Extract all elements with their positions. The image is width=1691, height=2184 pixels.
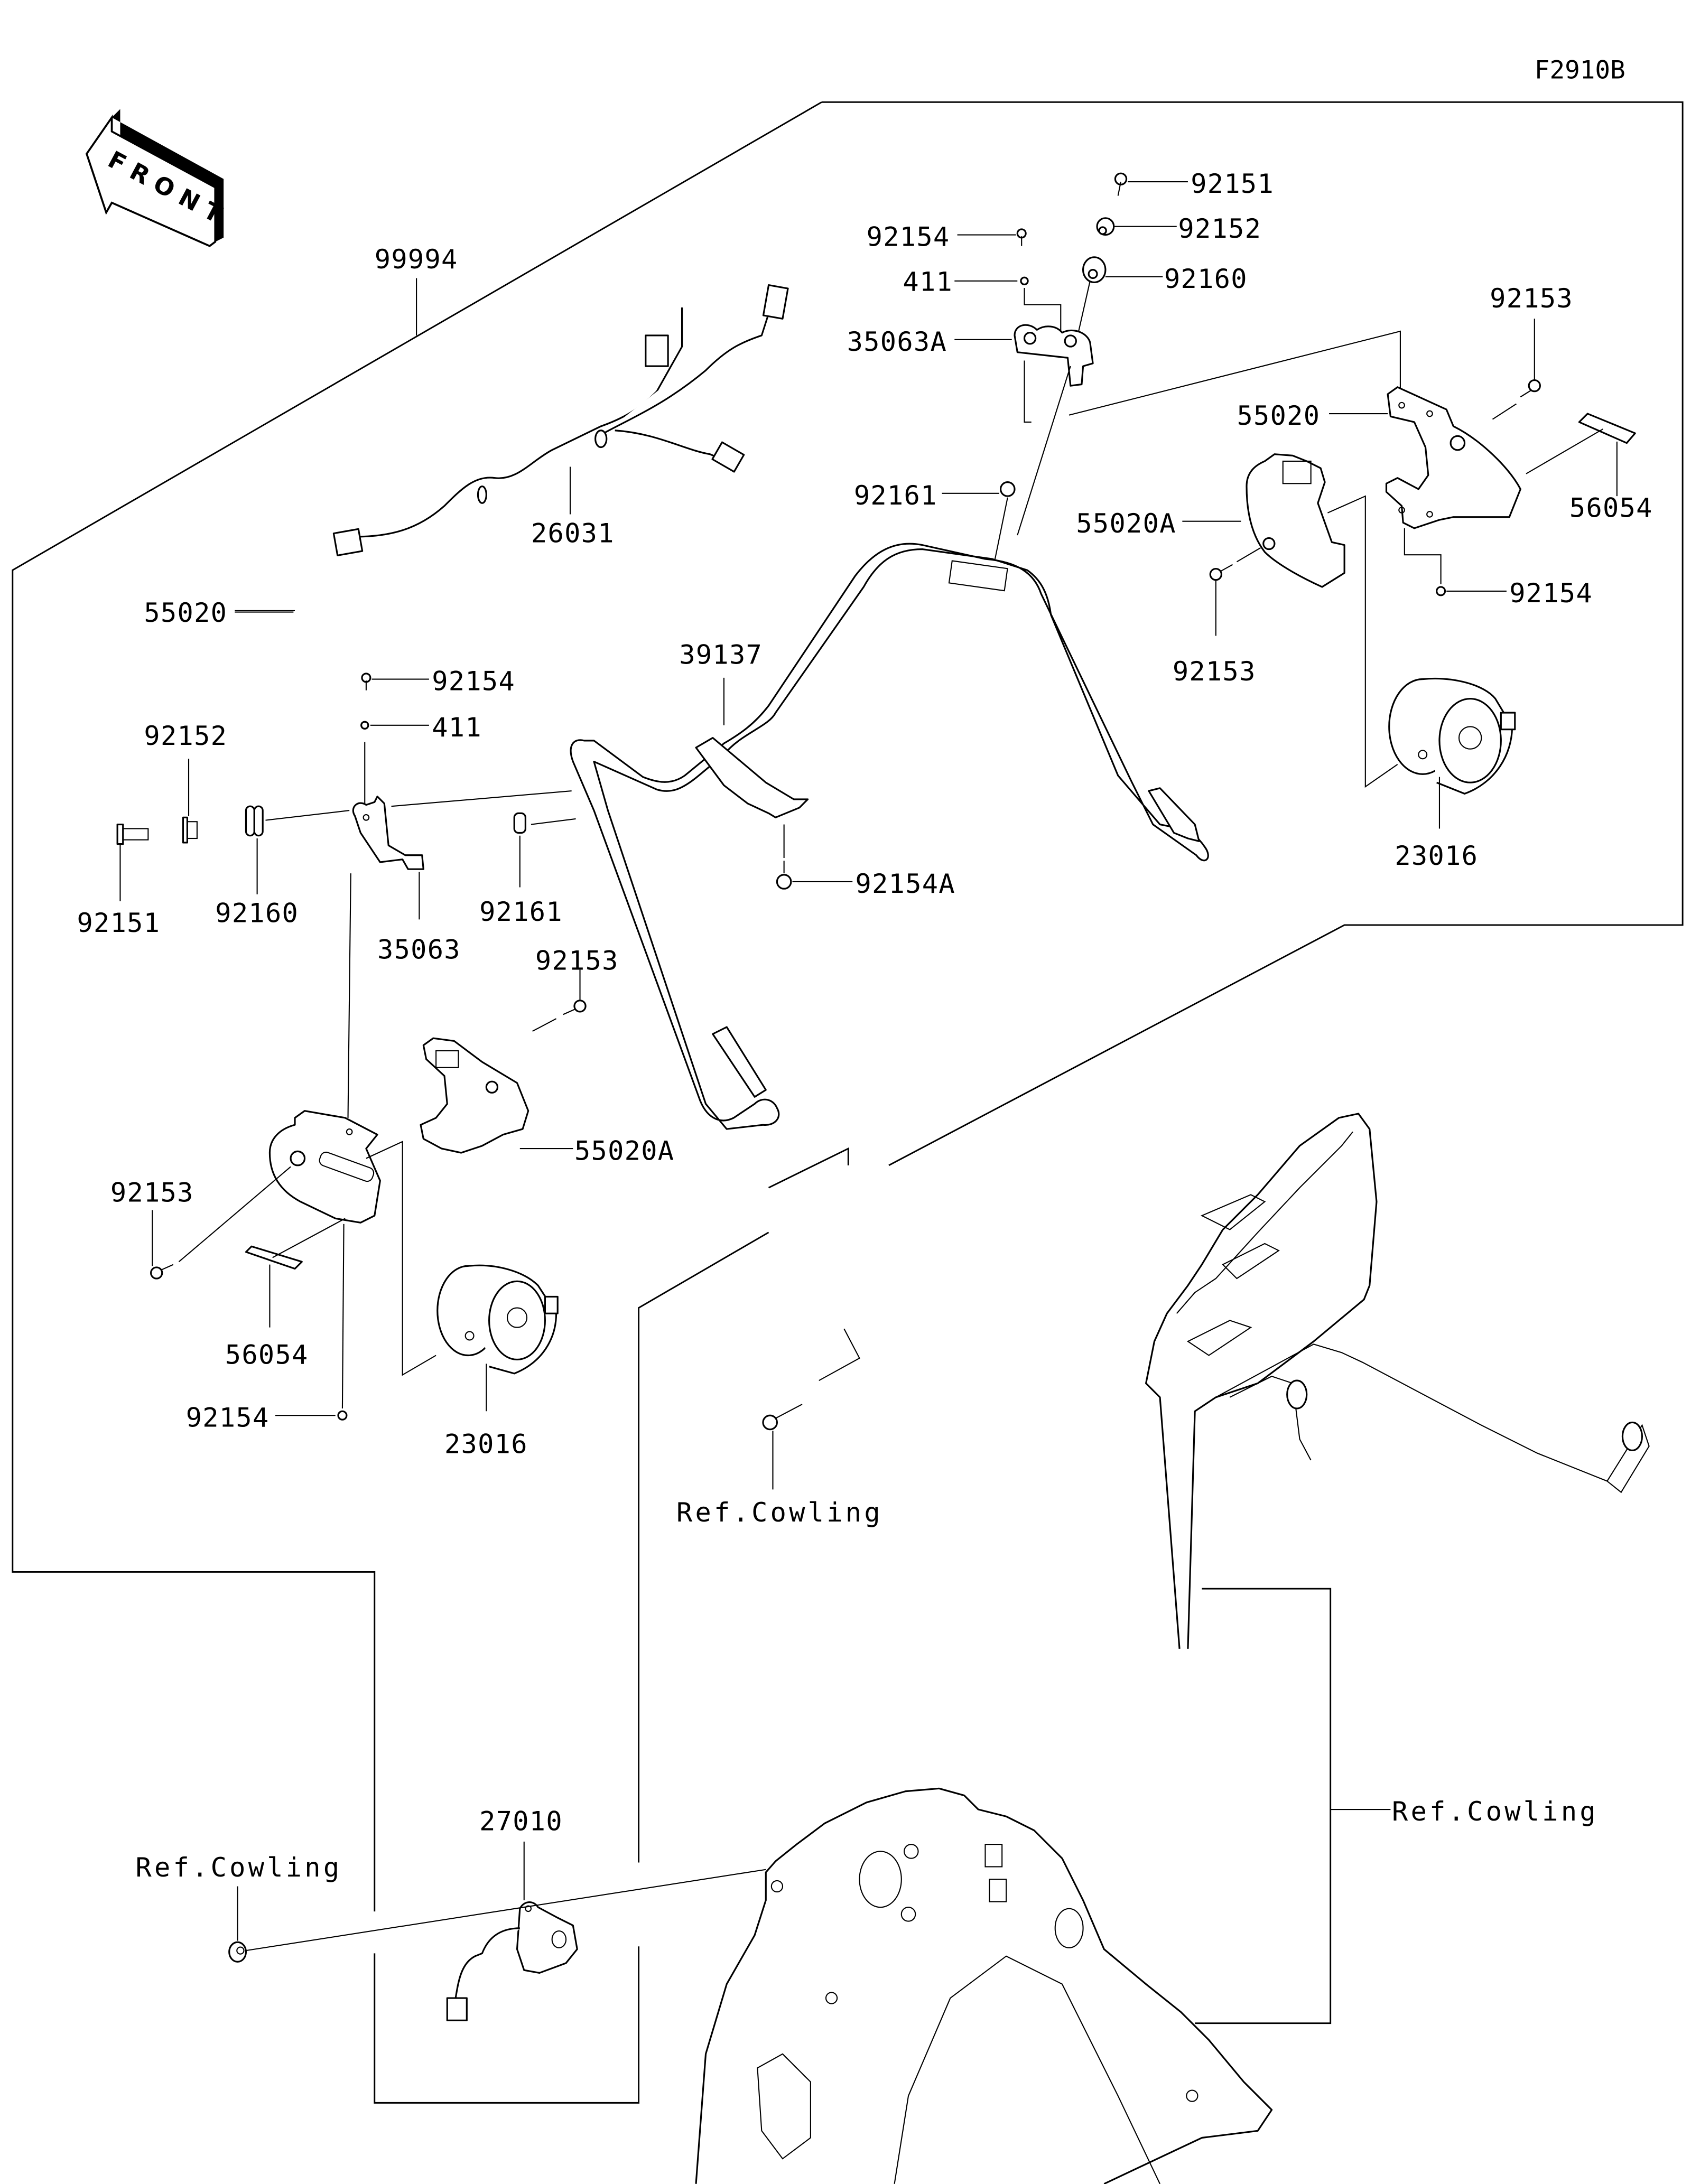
label-26031[interactable]: 26031: [531, 517, 615, 548]
label-92153-right-top[interactable]: 92153: [1490, 283, 1573, 314]
label-55020-right[interactable]: 55020: [1237, 400, 1320, 431]
wire-harness-26031[interactable]: [332, 284, 789, 556]
frame-assembly: [1145, 1113, 1650, 1649]
label-92151-top[interactable]: 92151: [1191, 168, 1274, 199]
label-55020-left[interactable]: 55020: [144, 597, 227, 628]
bolt-ref-cowling-left[interactable]: [228, 1941, 247, 1963]
label-23016-right[interactable]: 23016: [1395, 840, 1478, 871]
bolt-92154A[interactable]: [776, 861, 792, 890]
washer-411-top[interactable]: [1020, 276, 1029, 285]
label-92161-left[interactable]: 92161: [479, 896, 563, 927]
label-92153-left[interactable]: 92153: [110, 1177, 194, 1208]
cover-55020A-right[interactable]: [1246, 453, 1345, 588]
emblem-56054-right[interactable]: [1578, 413, 1636, 444]
bolt-92154-left[interactable]: [361, 673, 371, 690]
bushing-92161-top[interactable]: [999, 481, 1016, 497]
emblem-56054-left[interactable]: [245, 1245, 303, 1270]
figure-code: F2910B: [1535, 55, 1625, 85]
cover-55020-right[interactable]: [1385, 386, 1521, 529]
label-92160-top[interactable]: 92160: [1164, 263, 1248, 294]
bracket-35063A[interactable]: [1014, 324, 1094, 387]
label-92154-top[interactable]: 92154: [867, 221, 950, 253]
label-92154A[interactable]: 92154A: [856, 868, 955, 899]
label-92154-left-lower[interactable]: 92154: [186, 1402, 270, 1433]
label-39137[interactable]: 39137: [679, 639, 763, 670]
bushing-92161-left[interactable]: [513, 812, 526, 834]
label-92154-left[interactable]: 92154: [432, 666, 515, 697]
screw-92153-left[interactable]: [150, 1264, 174, 1280]
label-92160-left[interactable]: 92160: [215, 898, 299, 929]
label-92152-left[interactable]: 92152: [144, 720, 227, 751]
label-55020A-left[interactable]: 55020A: [574, 1135, 674, 1166]
label-92161-top[interactable]: 92161: [854, 480, 937, 511]
label-92151-left[interactable]: 92151: [77, 907, 160, 938]
label-35063[interactable]: 35063: [377, 934, 461, 965]
bolt-ref-cowling-center[interactable]: [762, 1404, 803, 1431]
cover-55020-left[interactable]: [268, 1110, 381, 1224]
label-35063A[interactable]: 35063A: [847, 326, 947, 357]
bolt-92154-right-lower[interactable]: [1436, 586, 1446, 596]
group-frame-lines: [12, 101, 1684, 2104]
screw-92153-left-top[interactable]: [563, 1000, 587, 1015]
bolt-92151-top[interactable]: [1114, 172, 1128, 196]
label-56054-left[interactable]: 56054: [225, 1339, 309, 1370]
label-55020A-right[interactable]: 55020A: [1076, 508, 1176, 539]
washer-411-left[interactable]: [360, 721, 369, 730]
label-92153-right-lower[interactable]: 92153: [1173, 656, 1256, 687]
guard-bar-39137[interactable]: [570, 543, 1209, 1130]
label-99994[interactable]: 99994: [375, 244, 458, 275]
bolt-92151-left[interactable]: [116, 823, 149, 845]
label-56054-right[interactable]: 56054: [1569, 492, 1653, 524]
label-ref-cowling-right[interactable]: Ref.Cowling: [1392, 1796, 1599, 1827]
label-ref-cowling-center[interactable]: Ref.Cowling: [676, 1497, 883, 1528]
label-92154-right-lower[interactable]: 92154: [1509, 577, 1593, 609]
grommet-92160-left[interactable]: [245, 805, 264, 837]
cover-55020A-left[interactable]: [420, 1037, 529, 1154]
screw-92153-right-top[interactable]: [1520, 379, 1541, 398]
bolt-92154-top[interactable]: [1016, 228, 1027, 246]
label-27010[interactable]: 27010: [479, 1806, 563, 1837]
collar-92152-left[interactable]: [182, 816, 198, 844]
label-411-top[interactable]: 411: [903, 266, 953, 297]
screw-92153-right-lower[interactable]: [1209, 564, 1233, 581]
cowling-inner-panel: [695, 1787, 1273, 2184]
lamp-23016-left[interactable]: [436, 1264, 559, 1375]
grommet-92160-top[interactable]: [1082, 256, 1107, 284]
collar-92152-top[interactable]: [1096, 217, 1115, 236]
label-ref-cowling-left[interactable]: Ref.Cowling: [136, 1852, 342, 1883]
switch-27010[interactable]: [446, 1901, 578, 2021]
bolt-92154-left-lower[interactable]: [337, 1410, 348, 1421]
lamp-23016-right[interactable]: [1388, 677, 1516, 795]
bracket-35063[interactable]: [352, 796, 424, 870]
label-23016-left[interactable]: 23016: [444, 1429, 528, 1460]
label-92152-top[interactable]: 92152: [1178, 213, 1261, 244]
front-arrow-icon: FRONT: [85, 109, 234, 247]
label-92153-left-top[interactable]: 92153: [535, 945, 619, 976]
label-411-left[interactable]: 411: [432, 712, 482, 743]
